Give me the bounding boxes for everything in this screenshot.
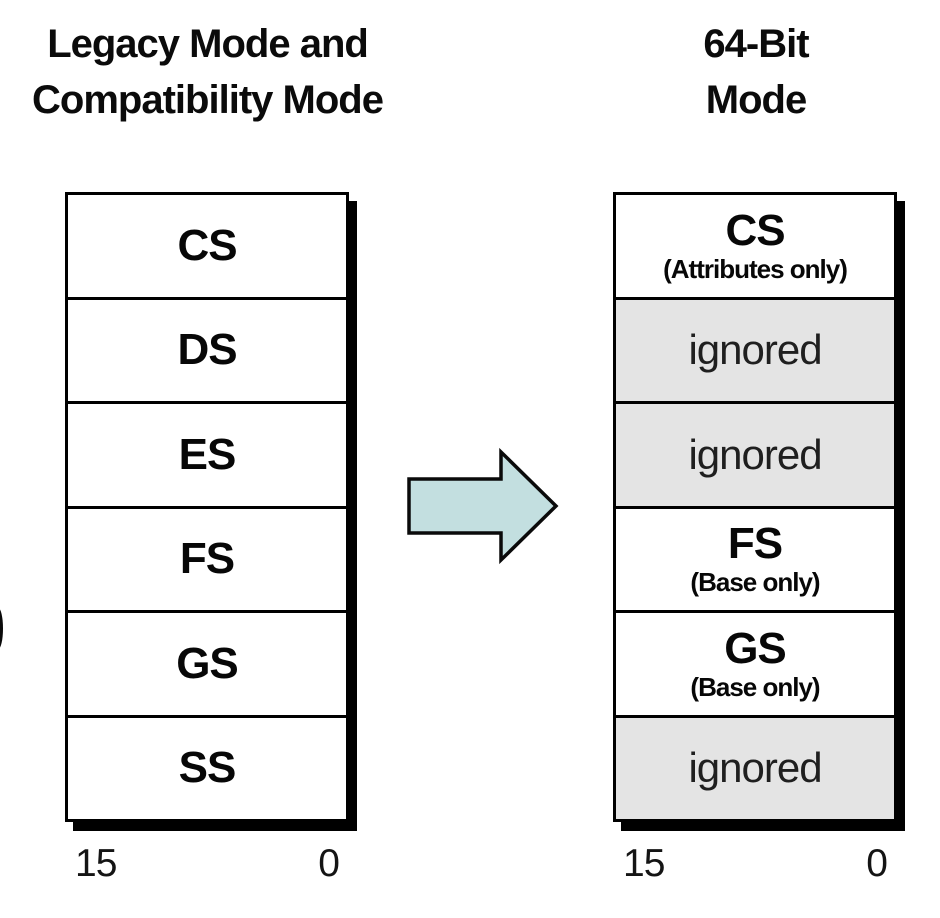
x64-bit-15: 15 xyxy=(623,842,665,885)
legacy-mode-title-line2: Compatibility Mode xyxy=(32,78,384,122)
x64-label-ignored-1: ignored xyxy=(688,326,822,374)
64bit-mode-title-line2: Mode xyxy=(705,78,807,122)
legacy-mode-title: Legacy Mode and Compatibility Mode xyxy=(15,16,400,128)
legacy-bit-15: 15 xyxy=(75,842,117,885)
register-label-gs: GS xyxy=(176,638,239,688)
x64-sublabel-cs: (Attributes only) xyxy=(663,253,848,284)
x64-cell-ignored-3: ignored xyxy=(616,717,894,819)
right-arrow-svg xyxy=(407,447,559,565)
x64-sublabel-gs: (Base only) xyxy=(690,671,820,702)
legacy-cell-ds: DS xyxy=(68,299,346,404)
x64-sublabel-fs: (Base only) xyxy=(690,567,820,598)
legacy-cell-fs: FS xyxy=(68,508,346,613)
legacy-mode-title-line1: Legacy Mode and xyxy=(47,22,369,66)
register-label-ss: SS xyxy=(178,743,237,793)
x64-label-cs: CS xyxy=(725,205,785,255)
register-label-es: ES xyxy=(178,429,237,479)
clipped-glyph xyxy=(0,608,3,649)
register-label-ds: DS xyxy=(177,325,237,375)
legacy-register-box: CS DS ES FS GS SS xyxy=(65,192,349,822)
x64-label-fs: FS xyxy=(727,519,783,569)
64bit-mode-title: 64-Bit Mode xyxy=(610,16,902,128)
x64-label-ignored-2: ignored xyxy=(688,430,822,478)
x64-bit-labels: 15 0 xyxy=(613,842,897,886)
legacy-bit-0: 0 xyxy=(318,842,340,885)
register-label-cs: CS xyxy=(177,220,237,270)
legacy-cell-cs: CS xyxy=(68,195,346,300)
x64-label-gs: GS xyxy=(724,623,787,673)
x64-cell-ignored-2: ignored xyxy=(616,404,894,509)
x64-label-ignored-3: ignored xyxy=(688,744,822,792)
legacy-cell-ss: SS xyxy=(68,717,346,819)
x64-cell-ignored-1: ignored xyxy=(616,299,894,404)
legacy-cell-es: ES xyxy=(68,404,346,509)
x64-cell-fs: FS (Base only) xyxy=(616,508,894,613)
64bit-mode-title-line1: 64-Bit xyxy=(703,22,809,66)
legacy-cell-gs: GS xyxy=(68,613,346,718)
x64-bit-0: 0 xyxy=(866,842,888,885)
right-arrow-icon xyxy=(403,447,563,565)
x64-cell-cs: CS (Attributes only) xyxy=(616,195,894,300)
x64-register-box: CS (Attributes only) ignored ignored FS … xyxy=(613,192,897,822)
register-label-fs: FS xyxy=(179,534,235,584)
legacy-bit-labels: 15 0 xyxy=(65,842,349,886)
x64-cell-gs: GS (Base only) xyxy=(616,613,894,718)
